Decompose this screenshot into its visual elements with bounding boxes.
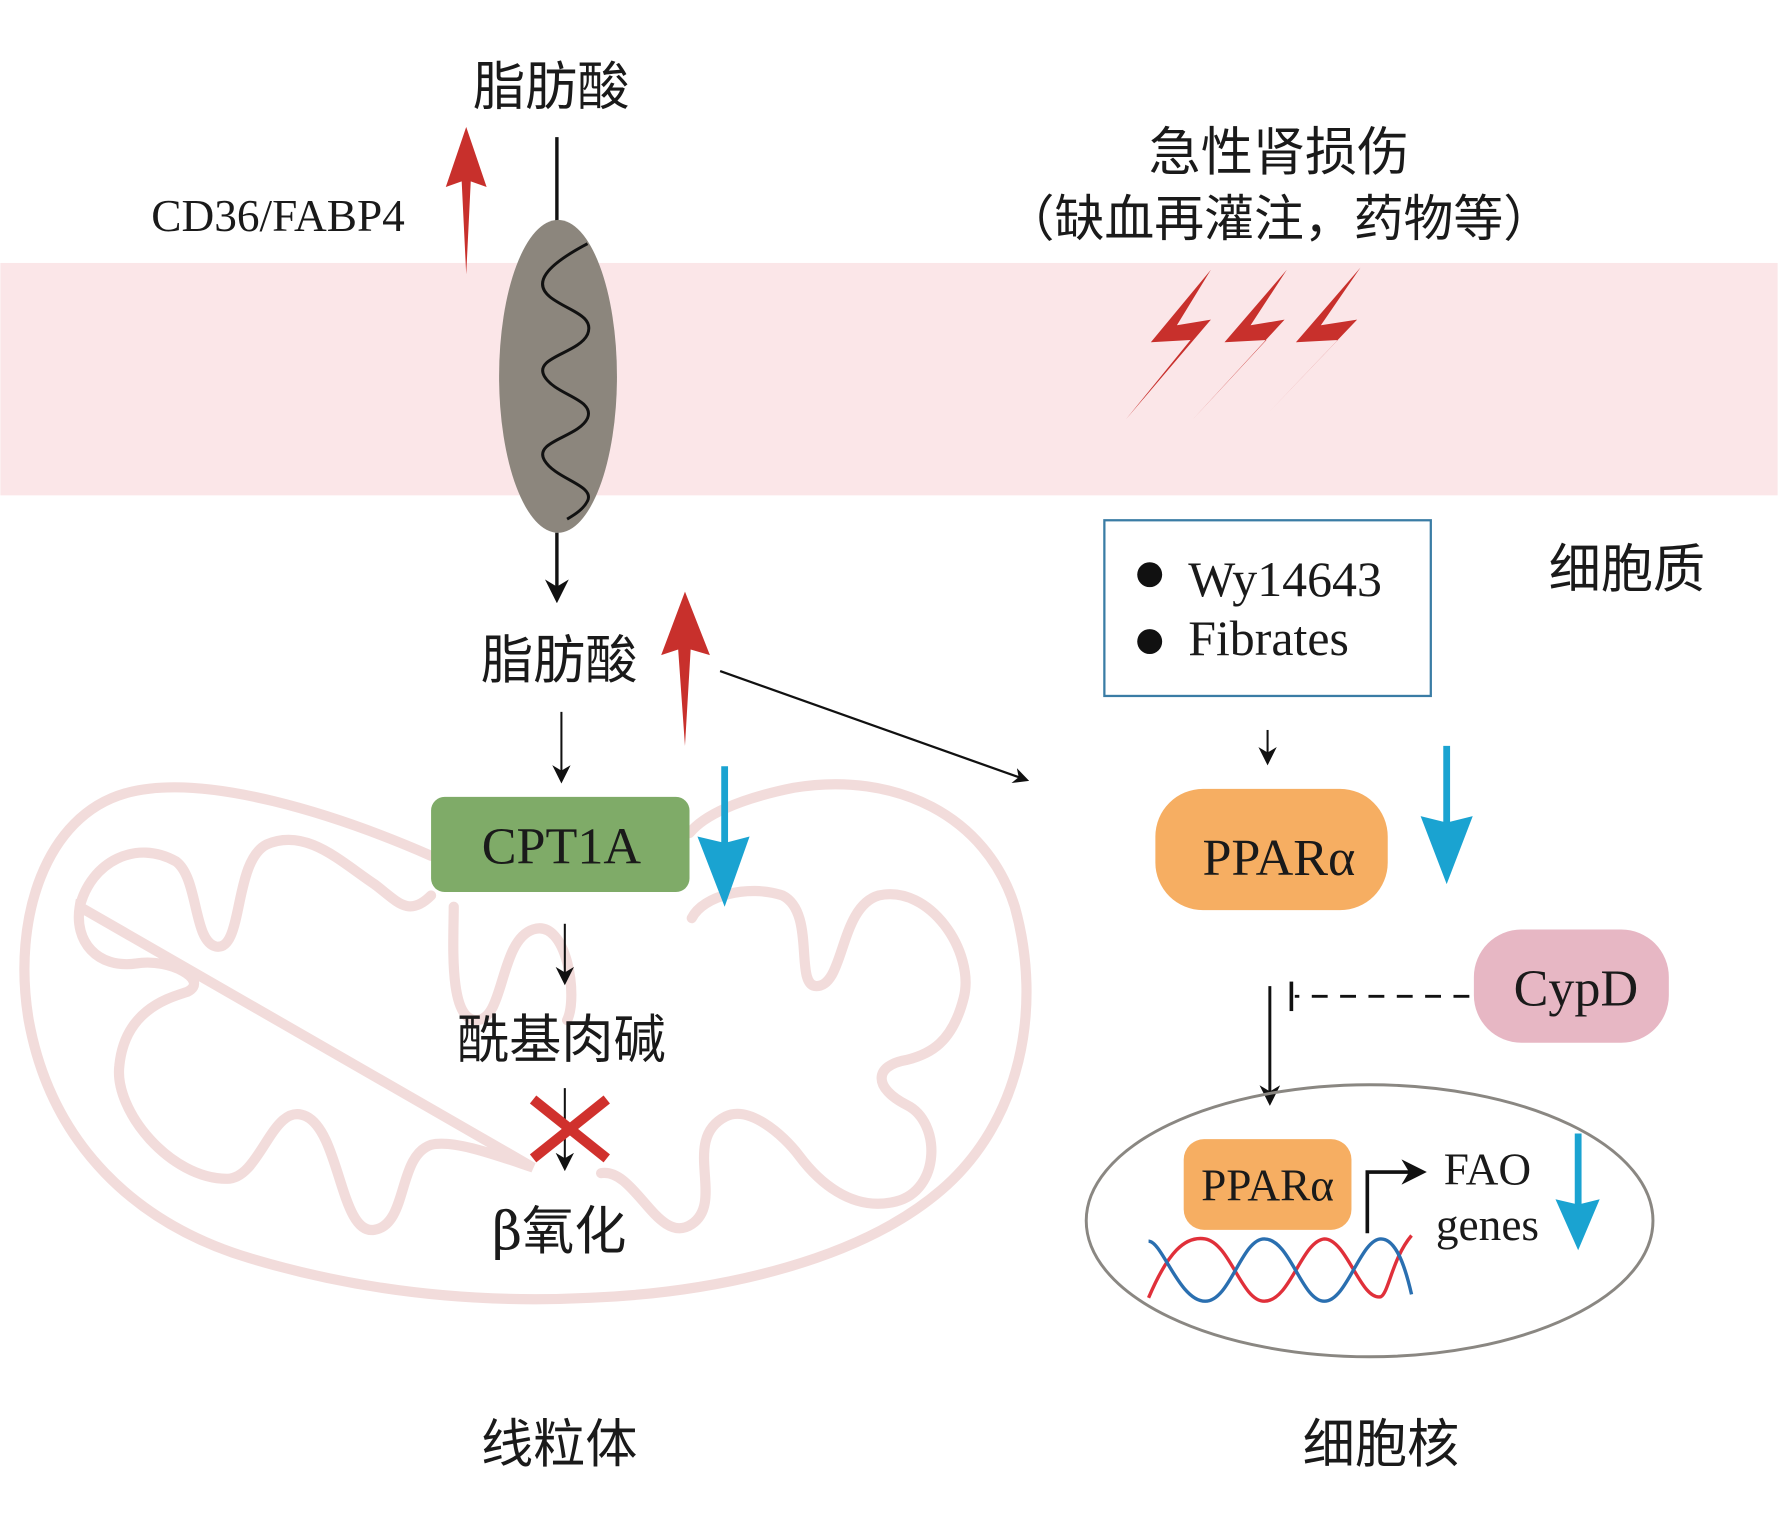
cpt1a-label: CPT1A xyxy=(482,819,642,876)
ppara-node: PPARα xyxy=(1155,788,1388,911)
ppara-nuclear-box xyxy=(1183,1139,1352,1230)
drug-item: Fibrates xyxy=(1188,611,1349,666)
beta-oxidation-label: β氧化 xyxy=(492,1202,626,1262)
nucleus-outline xyxy=(1084,1083,1655,1359)
drug-item: Wy14643 xyxy=(1188,552,1382,607)
cd36-fabp4-transporter xyxy=(499,219,617,533)
mitochondrion xyxy=(19,779,1032,1305)
cypd-label: CypD xyxy=(1514,960,1639,1017)
transporter-body xyxy=(499,219,617,533)
fatty-acid-upregulated-arrow-icon xyxy=(661,591,710,746)
ppara-nuclear-node: PPARα xyxy=(1183,1139,1352,1230)
ppara-downregulated-arrow-icon xyxy=(1420,745,1473,885)
nucleus-label: 细胞核 xyxy=(1303,1415,1459,1475)
bullet-icon xyxy=(1137,629,1163,655)
cpt1a-box xyxy=(431,796,690,893)
transcription-start-arrow xyxy=(1365,1159,1427,1234)
cell-membrane xyxy=(0,262,1778,496)
cypd-box xyxy=(1473,929,1669,1043)
mitochondrion-outer-membrane xyxy=(19,779,1032,1305)
cytoplasm-label: 细胞质 xyxy=(1549,540,1705,600)
fatty-acid-outside-label: 脂肪酸 xyxy=(473,57,629,117)
acylcarnitine-label: 酰基肉碱 xyxy=(457,1011,666,1071)
aki-title: 急性肾损伤 xyxy=(1149,123,1410,183)
aki-causes: （缺血再灌注，药物等） xyxy=(1005,190,1553,248)
ppara-nuclear-label: PPARα xyxy=(1201,1160,1334,1210)
cpt1a-downregulated-arrow-icon xyxy=(697,766,750,907)
transporter-label: CD36/FABP4 xyxy=(151,191,405,241)
fao-genes-label-line2: genes xyxy=(1436,1200,1539,1250)
transporter-helix-icon xyxy=(541,242,591,521)
mitochondrion-cristae xyxy=(73,834,971,1235)
drug-box-border xyxy=(1103,519,1432,698)
fatty-acid-inside-label: 脂肪酸 xyxy=(481,631,637,691)
dna-strand-red xyxy=(1147,1234,1413,1303)
blocked-x-icon xyxy=(529,1095,610,1163)
fao-genes-label-line1: FAO xyxy=(1444,1144,1531,1194)
mitochondria-label: 线粒体 xyxy=(481,1415,637,1475)
fao-genes-downregulated-arrow-icon xyxy=(1555,1133,1600,1251)
ppara-agonists-box: Wy14643 Fibrates xyxy=(1103,519,1432,698)
ppara-box xyxy=(1155,788,1388,911)
cpt1a-node: CPT1A xyxy=(431,796,690,893)
cypd-node: CypD xyxy=(1473,929,1669,1043)
dna-helix-icon xyxy=(1147,1234,1414,1303)
cd36-upregulated-arrow-icon xyxy=(445,126,487,275)
fatty-acid-to-ppara-arrow xyxy=(719,669,1030,784)
ppara-label: PPARα xyxy=(1202,830,1355,887)
bullet-icon xyxy=(1137,562,1163,588)
dna-strand-blue xyxy=(1148,1237,1414,1303)
